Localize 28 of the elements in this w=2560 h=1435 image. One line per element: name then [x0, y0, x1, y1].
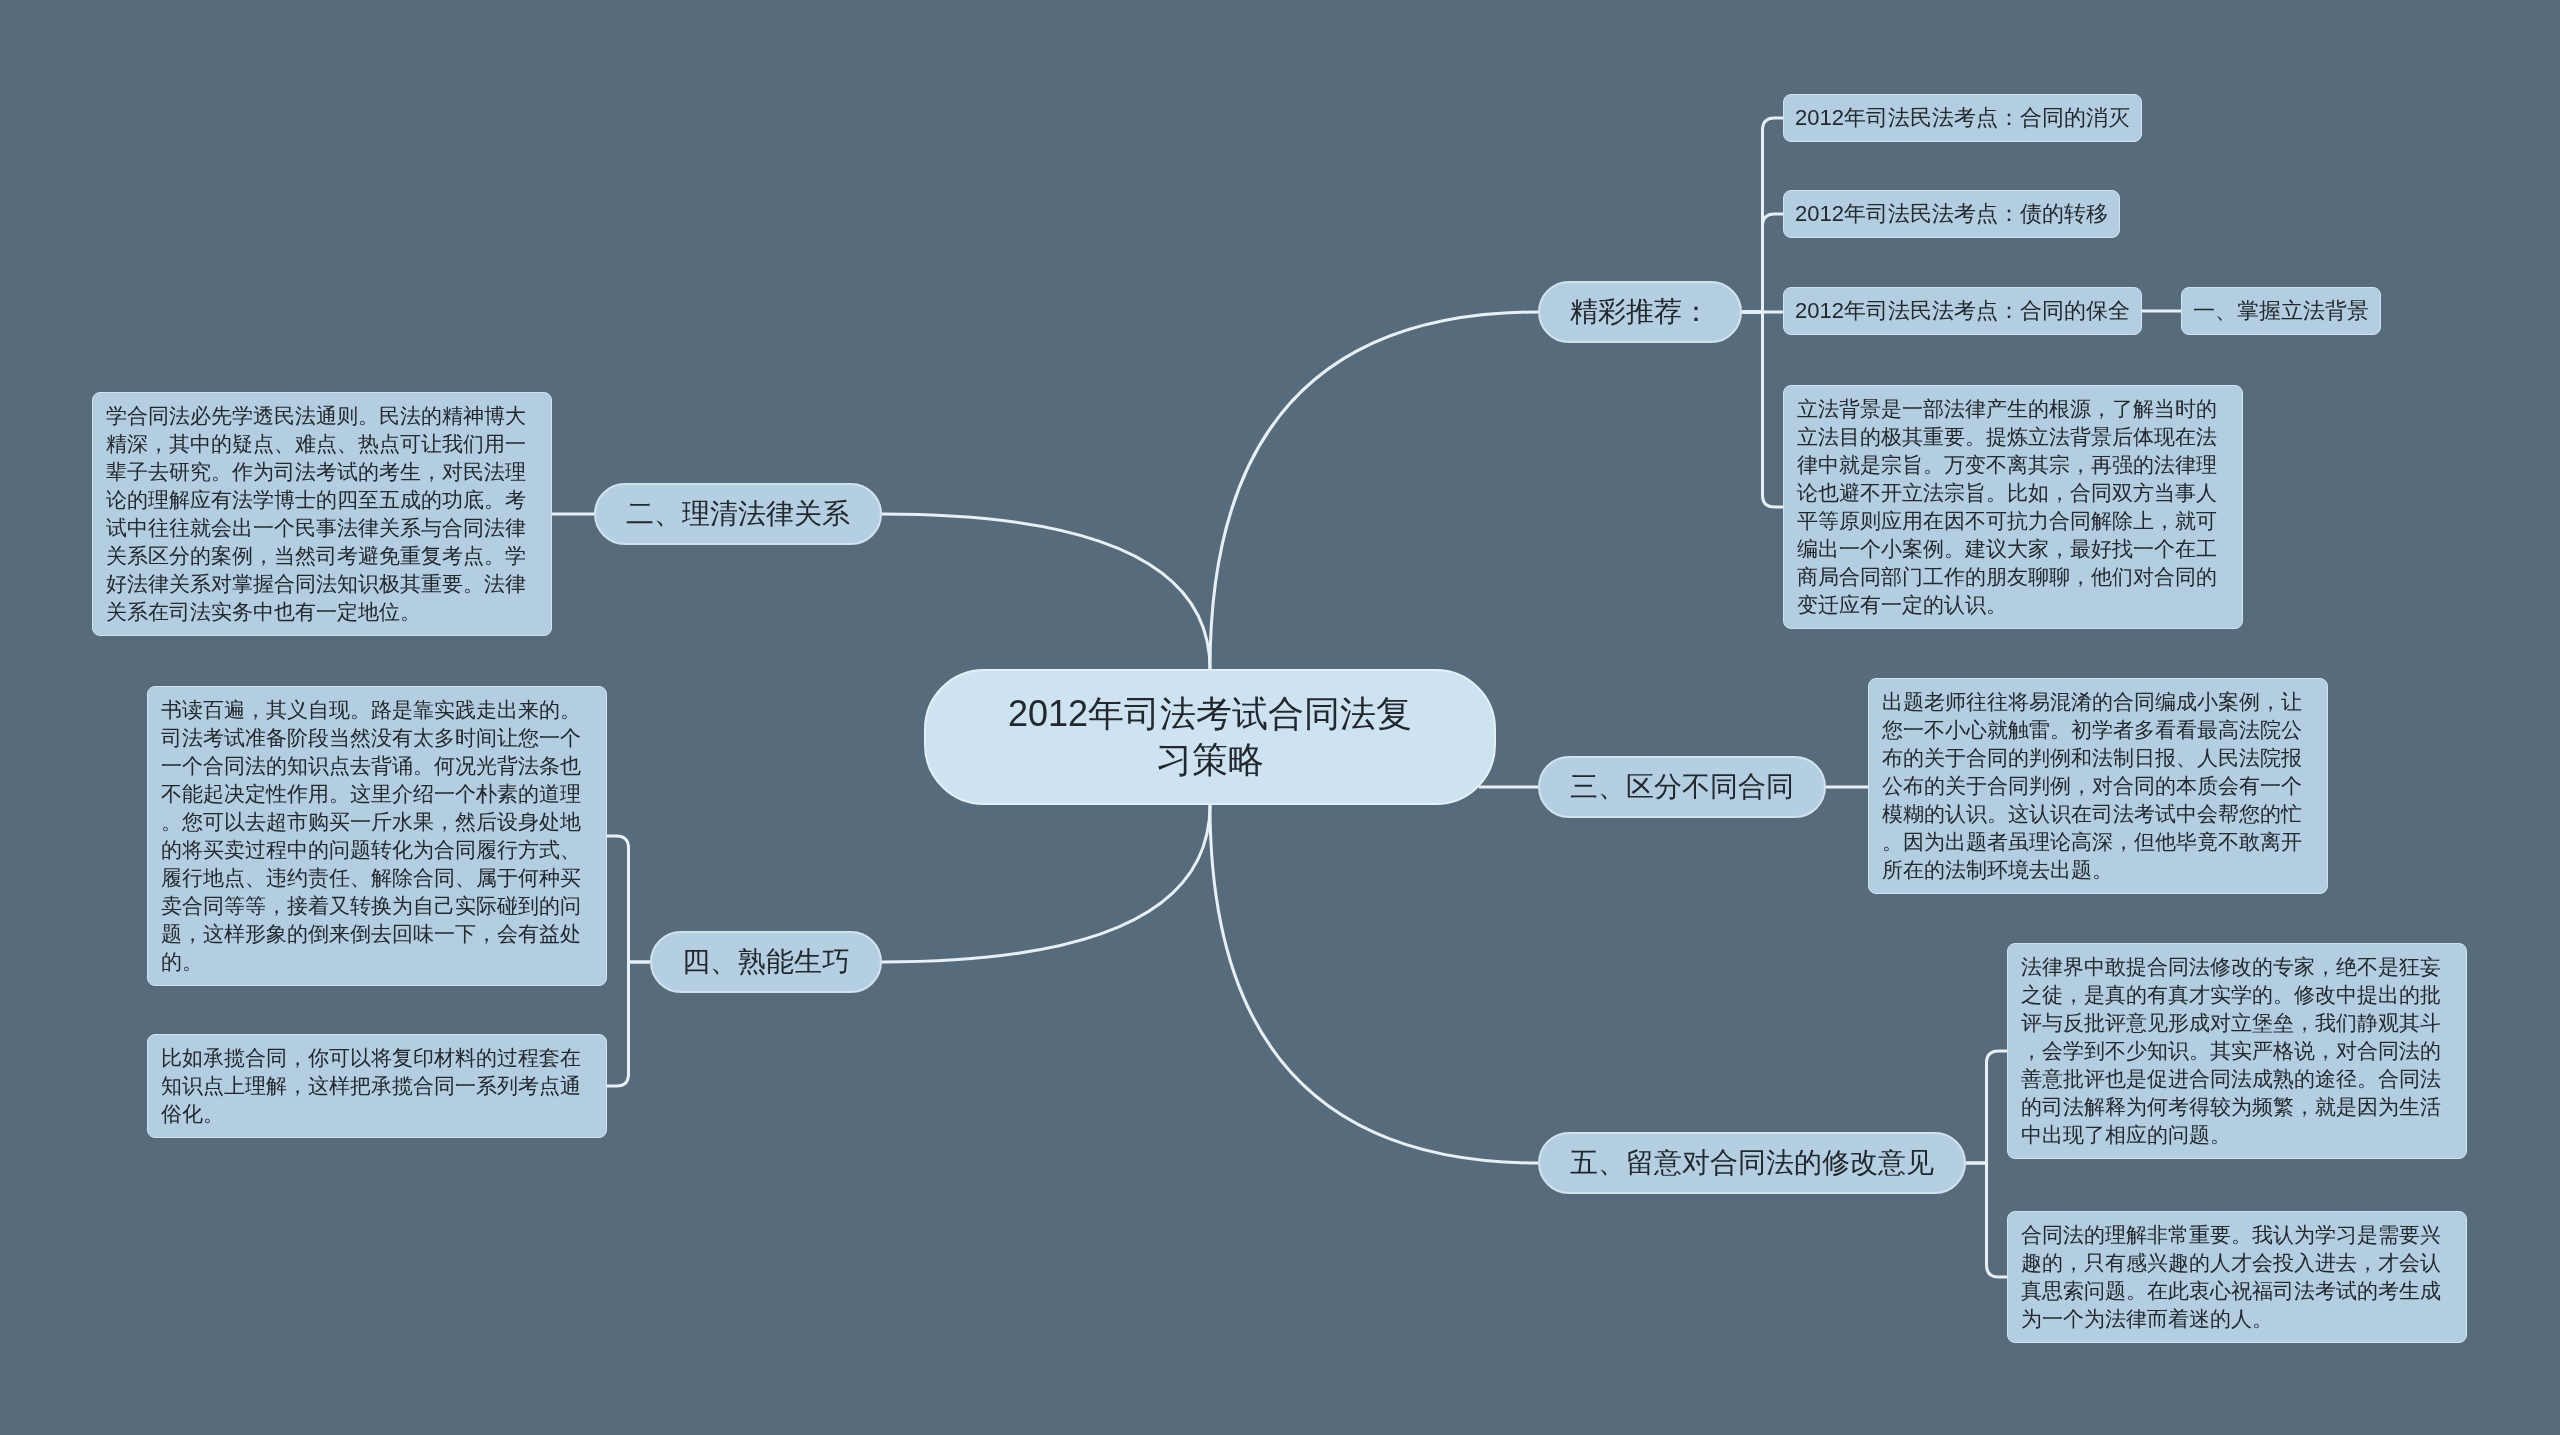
branch-topic: 三、区分不同合同: [1538, 756, 1826, 818]
branch-topic: 四、熟能生巧: [650, 931, 882, 993]
subtopic-box: 2012年司法民法考点：合同的消灭: [1783, 94, 2142, 142]
note-box: 法律界中敢提合同法修改的专家，绝不是狂妄之徒，是真的有真才实学的。修改中提出的批评与反批评意见形成对立堡垒，我们静观其斗，会学到不少知识。其实严格说，对合同法的善意批评也是促进合同法成熟的途径。合同法的司法解释为何考得较为频繁，就是因为生活中出现了相应的问题。: [2007, 943, 2467, 1159]
connector-line: [1966, 1161, 2007, 1279]
branch-topic: 精彩推荐：: [1538, 281, 1742, 343]
connector-line: [607, 960, 650, 1088]
subtopic-box: 2012年司法民法考点：合同的保全: [1783, 287, 2142, 335]
branch-topic: 五、留意对合同法的修改意见: [1538, 1132, 1966, 1194]
connector-line: [881, 512, 1212, 670]
connector-line: [881, 804, 1212, 964]
connector-line: [1208, 310, 1539, 670]
note-box: 出题老师往往将易混淆的合同编成小案例，让您一不小心就触雷。初学者多看看最高法院公布的关于合同的判例和法制日报、人民法院报公布的关于合同判例，对合同的本质会有一个模糊的认识。这认识在司法考试中会帮您的忙。因为出题者虽理论高深，但他毕竟不敢离开所在的法制环境去出题。: [1868, 678, 2328, 894]
connector-line: [552, 512, 594, 516]
note-box: 合同法的理解非常重要。我认为学习是需要兴趣的，只有感兴趣的人才会投入进去，才会认真思索问题。在此衷心祝福司法考试的考生成为一个为法律而着迷的人。: [2007, 1211, 2467, 1343]
branch-topic: 二、理清法律关系: [594, 483, 882, 545]
connector-line: [1826, 785, 1868, 789]
central-topic: 2012年司法考试合同法复习策略: [924, 669, 1496, 805]
connector-line: [1208, 804, 1539, 1165]
note-box: 比如承揽合同，你可以将复印材料的过程套在知识点上理解，这样把承揽合同一系列考点通俗化。: [147, 1034, 607, 1138]
connector-line: [1478, 785, 1538, 789]
subtopic-box: 2012年司法民法考点：债的转移: [1783, 190, 2120, 238]
connector-line: [1742, 310, 1783, 509]
note-box: 立法背景是一部法律产生的根源，了解当时的立法目的极其重要。提炼立法背景后体现在法律中就是宗旨。万变不离其宗，再强的法律理论也避不开立法宗旨。比如，合同双方当事人平等原则应用在因不可抗力合同解除上，就可编出一个小案例。建议大家，最好找一个在工商局合同部门工作的朋友聊聊，他们对合同的变迁应有一定的认识。: [1783, 385, 2243, 629]
subtopic-box: 一、掌握立法背景: [2181, 287, 2381, 335]
note-box: 书读百遍，其义自现。路是靠实践走出来的。司法考试准备阶段当然没有太多时间让您一个一个合同法的知识点去背诵。何况光背法条也不能起决定性作用。这里介绍一个朴素的道理。您可以去超市购买一斤水果，然后设身处地的将买卖过程中的问题转化为合同履行方式、履行地点、违约责任、解除合同、属于何种买卖合同等等，接着又转换为自己实际碰到的问题，这样形象的倒来倒去回味一下，会有益处的。: [147, 686, 607, 986]
note-box: 学合同法必先学透民法通则。民法的精神博大精深，其中的疑点、难点、热点可让我们用一辈子去研究。作为司法考试的考生，对民法理论的理解应有法学博士的四至五成的功底。考试中往往就会出一个民事法律关系与合同法律关系区分的案例，当然司考避免重复考点。学好法律关系对掌握合同法知识极其重要。法律关系在司法实务中也有一定地位。: [92, 392, 552, 636]
connector-line: [2142, 309, 2181, 313]
